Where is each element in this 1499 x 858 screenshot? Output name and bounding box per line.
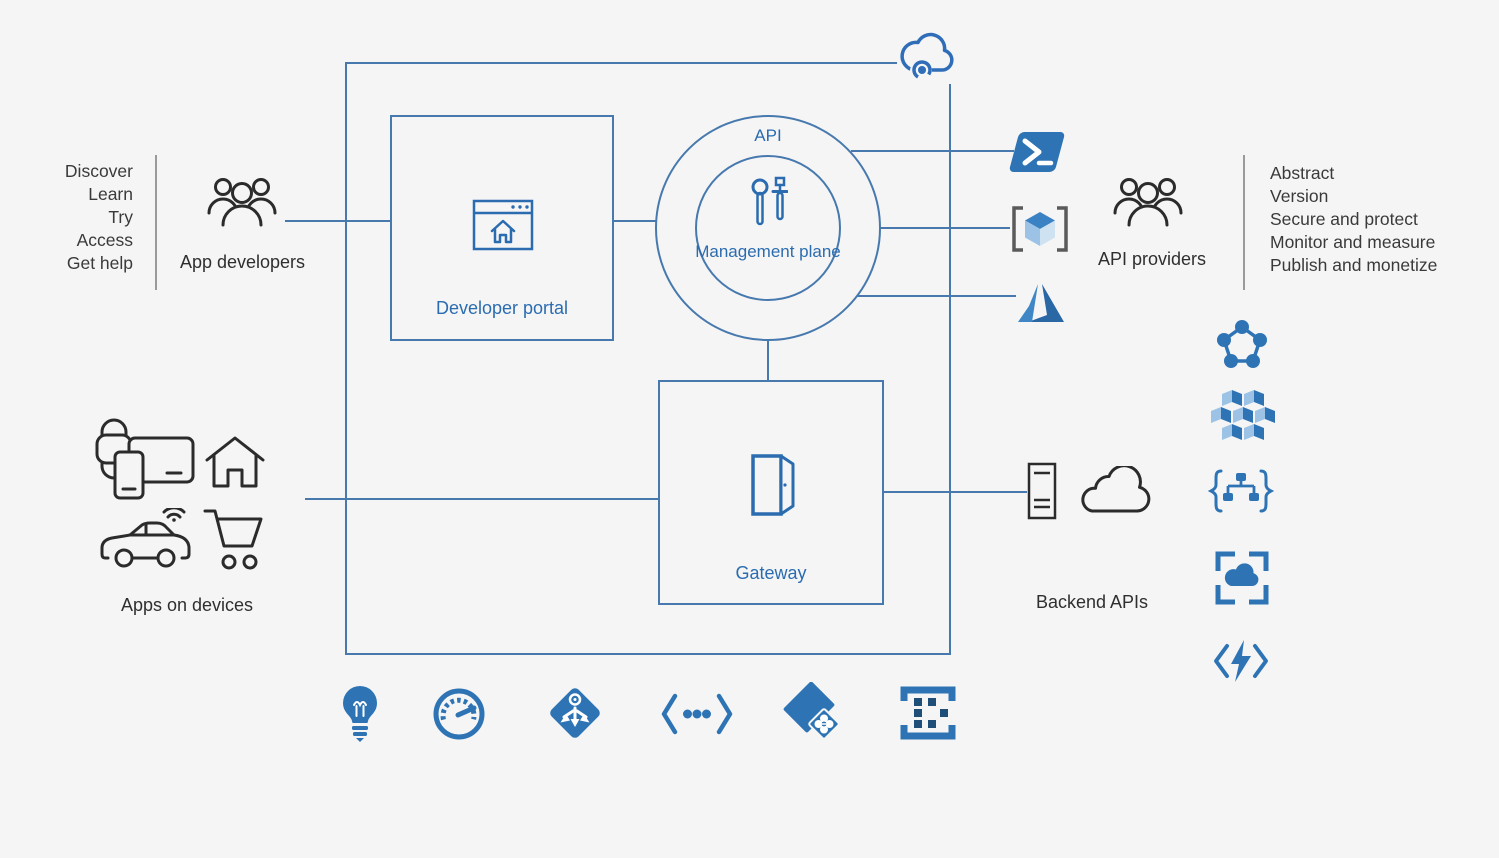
- management-plane-inner-circle: [695, 155, 841, 301]
- developer-portal-label: Developer portal: [435, 298, 569, 318]
- management-plane-label: Management plane: [695, 242, 841, 261]
- developer-action-item: Discover: [64, 161, 133, 181]
- developer-action-item: Try: [108, 207, 133, 227]
- api-tree-icon: [1208, 468, 1274, 514]
- provider-action-item: Publish and monetize: [1270, 255, 1438, 275]
- api-providers-icon: [1112, 172, 1184, 228]
- main-boundary-box: [345, 62, 951, 655]
- backend-apis-label: Backend APIs: [1035, 592, 1149, 612]
- right-divider: [1243, 155, 1245, 290]
- gateway-door-icon: [750, 454, 796, 516]
- azure-icon: [1016, 282, 1068, 324]
- developer-portal-icon: [472, 199, 534, 251]
- connector-circle-gateway: [767, 341, 769, 380]
- provider-action-item: Version: [1270, 186, 1329, 206]
- policy-icon: [782, 682, 846, 744]
- code-icon: [660, 693, 734, 735]
- cluster-icon: [1216, 318, 1268, 370]
- sdk-cube-icon: [1010, 206, 1070, 252]
- connected-car-icon: [100, 508, 192, 570]
- developer-portal-box: [390, 115, 614, 341]
- connector-circle-azure: [857, 295, 1016, 297]
- api-circle-label: API: [754, 126, 782, 145]
- app-developers-icon: [206, 172, 278, 228]
- cloud-sync-icon: [897, 26, 961, 84]
- cloud-icon: [1075, 466, 1157, 518]
- developer-action-item: Get help: [66, 253, 133, 273]
- apps-on-devices-label: Apps on devices: [120, 595, 254, 615]
- connector-gateway-backend: [884, 491, 1027, 493]
- provider-action-item: Abstract: [1270, 163, 1335, 183]
- powershell-icon: [1008, 132, 1066, 172]
- provider-action-item: Secure and protect: [1270, 209, 1418, 229]
- connector-portal-circle: [614, 220, 656, 222]
- connector-apps-gateway: [305, 498, 658, 500]
- devices-cluster-icon: [95, 418, 195, 500]
- developer-actions-list: Discover Learn Try Access Get help: [38, 160, 133, 275]
- service-environment-icon: [1214, 550, 1270, 606]
- connector-appdev-portal: [285, 220, 390, 222]
- api-providers-label: API providers: [1097, 249, 1207, 269]
- developer-action-item: Access: [76, 230, 133, 250]
- containers-icon: [1208, 390, 1276, 442]
- management-tools-icon: [748, 176, 788, 228]
- left-divider: [155, 155, 157, 290]
- api-outer-circle: [655, 115, 881, 341]
- template-icon: [900, 686, 956, 740]
- gateway-label: Gateway: [735, 563, 807, 583]
- app-developers-label: App developers: [179, 252, 306, 272]
- developer-action-item: Learn: [88, 184, 133, 204]
- connector-circle-powershell: [851, 150, 1014, 152]
- performance-icon: [433, 688, 485, 740]
- functions-icon: [1212, 638, 1270, 684]
- provider-action-item: Monitor and measure: [1270, 232, 1436, 252]
- gateway-box: [658, 380, 884, 605]
- provider-actions-list: Abstract Version Secure and protect Moni…: [1270, 162, 1480, 277]
- shopping-cart-icon: [203, 506, 265, 574]
- idea-icon: [338, 685, 382, 743]
- home-icon: [205, 435, 265, 489]
- server-icon: [1027, 462, 1057, 520]
- connector-circle-sdk: [879, 227, 1010, 229]
- routing-icon: [546, 684, 604, 742]
